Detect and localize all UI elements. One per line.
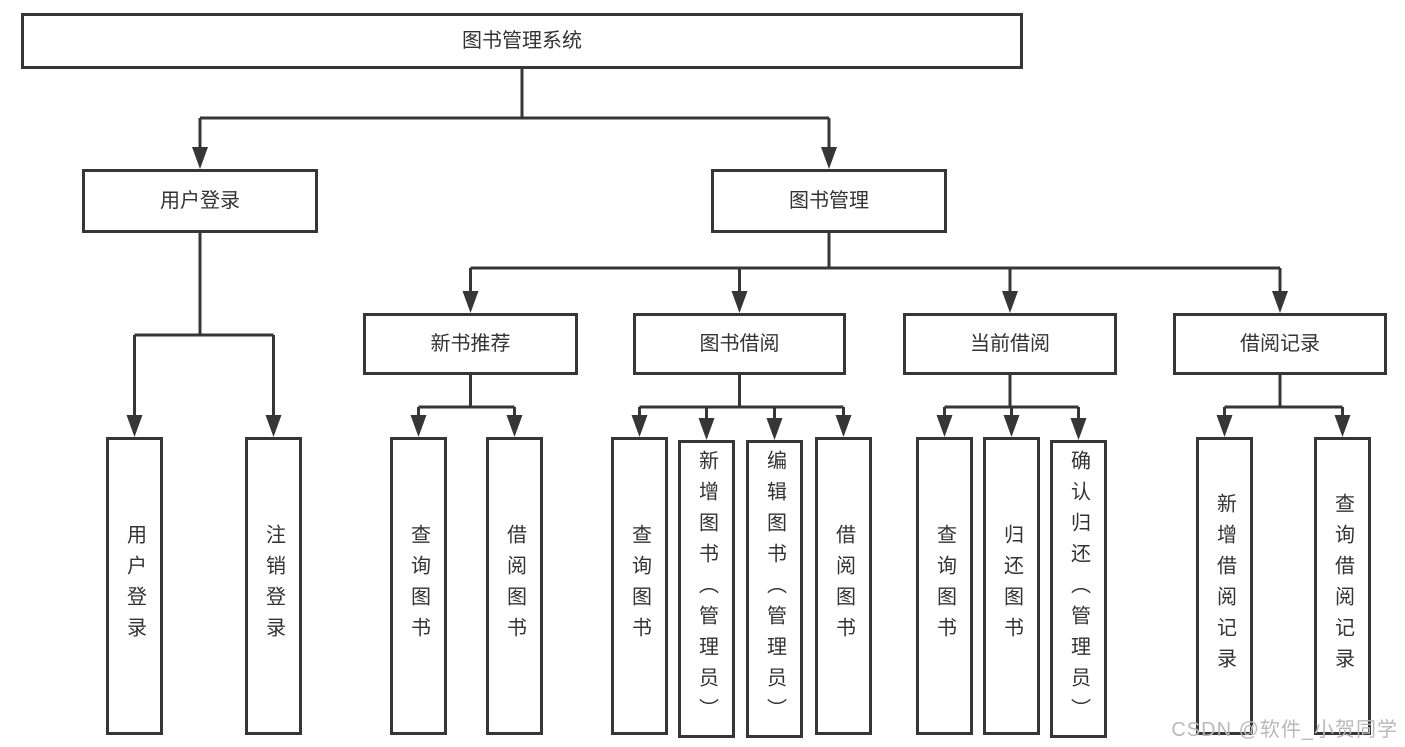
node-label-new-book-rec: 新书推荐 [430,333,511,355]
node-label-br-query-record: 查询借阅记录 [1331,493,1354,679]
node-br-query-record: 查询借阅记录 [1314,437,1371,735]
node-user-login: 用户登录 [82,169,318,233]
node-logout: 注销登录 [245,437,302,735]
node-label-bb-borrow-book: 借阅图书 [832,524,855,648]
node-nb-query-book: 查询图书 [390,437,447,735]
node-label-bb-add-book: 新增图书（管理员） [695,449,718,729]
arrowhead-icon [1272,291,1288,313]
node-nb-borrow-book: 借阅图书 [486,437,543,735]
arrowhead-icon [731,291,748,313]
arrowhead-icon [192,147,208,169]
node-borrow-records: 借阅记录 [1173,313,1387,375]
node-label-br-add-record: 新增借阅记录 [1213,493,1236,679]
node-cb-return-book: 归还图书 [983,437,1040,735]
node-cb-confirm-return: 确认归还（管理员） [1050,440,1107,738]
arrowhead-icon [126,415,143,437]
node-new-book-rec: 新书推荐 [363,313,578,375]
node-label-book-borrow: 图书借阅 [699,333,780,355]
node-current-borrow: 当前借阅 [903,313,1117,375]
arrowhead-icon [766,418,783,440]
node-label-logout: 注销登录 [262,524,285,648]
arrowhead-icon [631,415,648,437]
arrowhead-icon [936,415,953,437]
node-label-login: 用户登录 [123,524,146,648]
node-label-cb-confirm-return: 确认归还（管理员） [1067,449,1090,729]
node-label-bb-edit-book: 编辑图书（管理员） [763,449,786,729]
arrowhead-icon [835,415,852,437]
node-label-nb-query-book: 查询图书 [407,524,430,648]
node-bb-edit-book: 编辑图书（管理员） [746,440,803,738]
node-root: 图书管理系统 [21,13,1023,69]
node-bb-query-book: 查询图书 [611,437,668,735]
arrowhead-icon [1334,415,1351,437]
node-label-cb-query-book: 查询图书 [933,524,956,648]
arrowhead-icon [410,415,427,437]
watermark: CSDN @软件_小贺同学 [1171,719,1398,741]
node-bb-borrow-book: 借阅图书 [815,437,872,735]
arrowhead-icon [1216,415,1233,437]
node-label-cb-return-book: 归还图书 [1000,524,1023,648]
arrowhead-icon [265,415,282,437]
node-label-root: 图书管理系统 [462,30,582,52]
arrowhead-icon [1070,418,1087,440]
node-label-borrow-records: 借阅记录 [1240,333,1320,355]
node-label-current-borrow: 当前借阅 [970,333,1050,355]
node-label-nb-borrow-book: 借阅图书 [503,524,526,648]
arrowhead-icon [1002,291,1018,313]
arrowhead-icon [698,418,715,440]
node-br-add-record: 新增借阅记录 [1196,437,1253,735]
node-login: 用户登录 [106,437,163,735]
node-label-user-login: 用户登录 [160,190,240,212]
arrowhead-icon [462,291,479,313]
node-book-mgmt: 图书管理 [711,169,947,233]
arrowhead-icon [506,415,523,437]
node-label-book-mgmt: 图书管理 [789,190,869,212]
arrowhead-icon [821,147,837,169]
node-book-borrow: 图书借阅 [633,313,846,375]
node-bb-add-book: 新增图书（管理员） [678,440,735,738]
arrowhead-icon [1003,415,1020,437]
node-cb-query-book: 查询图书 [916,437,973,735]
node-label-bb-query-book: 查询图书 [628,524,651,648]
